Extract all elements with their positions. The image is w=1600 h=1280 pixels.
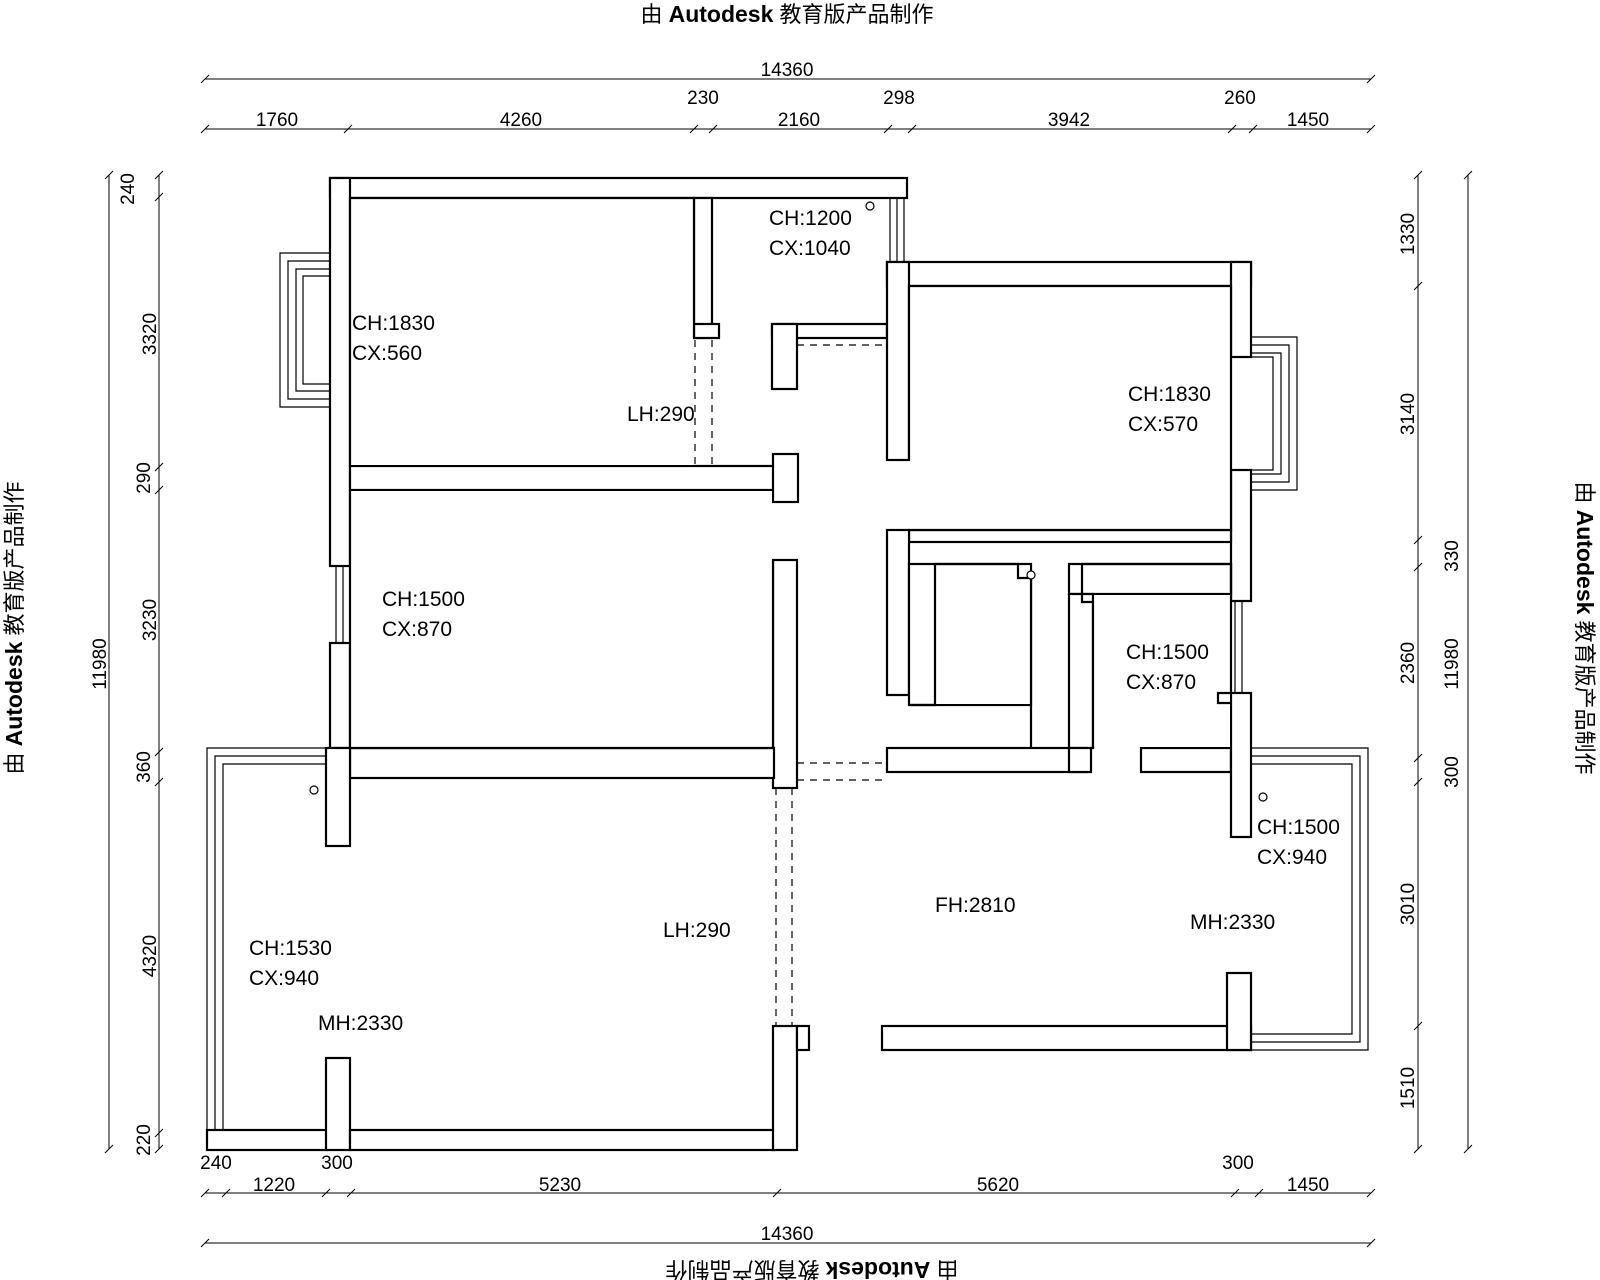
room-1-ch: CH:1830 [352, 312, 435, 335]
watermark-top: 由 Autodesk 教育版产品制作 [640, 1, 933, 27]
walls [205, 176, 1253, 1152]
room-6-cx: CX:940 [1257, 846, 1327, 869]
dim-top-1: 1760 [256, 110, 298, 131]
room-5-cx: CX:870 [1126, 671, 1196, 694]
dim-bottom-5: 5620 [977, 1175, 1019, 1196]
dim-bottom-1: 240 [200, 1153, 232, 1174]
dim-right-3: 330 [1442, 540, 1463, 572]
dim-right-1: 1330 [1398, 213, 1419, 255]
dimension-right: 1330 3140 330 2360 300 3010 1510 11980 [1398, 170, 1473, 1154]
dim-left-5: 360 [134, 751, 155, 783]
dim-left-4: 3230 [140, 599, 161, 641]
dim-right-4: 2360 [1398, 642, 1419, 684]
dim-top-8: 1450 [1287, 110, 1329, 131]
mh-right-label: MH:2330 [1190, 911, 1275, 934]
dimension-bottom: 240 1220 300 5230 5620 300 1450 14360 [200, 1153, 1376, 1248]
dim-bottom-3: 300 [321, 1153, 353, 1174]
dim-bottom-total: 14360 [761, 1224, 814, 1245]
dim-top-3: 230 [687, 88, 719, 109]
dim-top-5: 298 [883, 88, 915, 109]
room-4-cx: CX:870 [382, 618, 452, 641]
dim-left-7: 220 [134, 1124, 155, 1156]
dim-top-6: 3942 [1048, 110, 1090, 131]
window-frames [206, 198, 1369, 1130]
dim-bottom-4: 5230 [539, 1175, 581, 1196]
watermark-left: 由 Autodesk 教育版产品制作 [1, 481, 27, 774]
room-3-cx: CX:570 [1128, 413, 1198, 436]
room-7-ch: CH:1530 [249, 937, 332, 960]
dim-right-5: 300 [1442, 756, 1463, 788]
dim-top-2: 4260 [500, 110, 542, 131]
dim-top-7: 260 [1224, 88, 1256, 109]
dimension-top: 14360 1760 4260 230 2160 298 3942 260 14… [200, 60, 1376, 134]
dim-right-2: 3140 [1398, 393, 1419, 435]
pipe-icon [1026, 570, 1036, 580]
watermark-right: 由 Autodesk 教育版产品制作 [1572, 481, 1598, 774]
lh-lower-label: LH:290 [663, 919, 731, 942]
dim-left-6: 4320 [140, 935, 161, 977]
dim-right-6: 3010 [1398, 883, 1419, 925]
dim-left-total: 11980 [90, 638, 111, 689]
room-7-cx: CX:940 [249, 967, 319, 990]
room-5-ch: CH:1500 [1126, 641, 1209, 664]
mh-left-label: MH:2330 [318, 1012, 403, 1035]
dim-top-total: 14360 [761, 60, 814, 81]
dim-left-1: 240 [118, 173, 139, 205]
lh-upper-label: LH:290 [627, 403, 695, 426]
room-6-ch: CH:1500 [1257, 816, 1340, 839]
dim-bottom-7: 1450 [1287, 1175, 1329, 1196]
room-interiors [351, 199, 1230, 747]
dim-left-3: 290 [134, 462, 155, 494]
dim-top-4: 2160 [778, 110, 820, 131]
opening-lines [694, 340, 887, 1026]
pipe-icon [309, 785, 319, 795]
room-labels: CH:1830 CX:560 CH:1200 CX:1040 CH:1830 C… [249, 207, 1340, 1035]
pipe-markers [309, 201, 1268, 802]
room-2-ch: CH:1200 [769, 207, 852, 230]
dim-right-total: 11980 [1442, 638, 1463, 689]
pipe-icon [1258, 792, 1268, 802]
pipe-icon [865, 201, 875, 211]
dim-right-7: 1510 [1398, 1067, 1419, 1109]
watermark-bottom: 由 Autodesk 教育版产品制作 [665, 1257, 958, 1280]
room-2-cx: CX:1040 [769, 237, 851, 260]
room-4-ch: CH:1500 [382, 588, 465, 611]
dim-bottom-6: 300 [1222, 1153, 1254, 1174]
fh-label: FH:2810 [935, 894, 1016, 917]
dim-left-2: 3320 [140, 313, 161, 355]
room-1-cx: CX:560 [352, 342, 422, 365]
dimension-left: 240 3320 290 3230 360 4320 220 11980 [90, 170, 164, 1156]
dim-bottom-2: 1220 [253, 1175, 295, 1196]
room-3-ch: CH:1830 [1128, 383, 1211, 406]
